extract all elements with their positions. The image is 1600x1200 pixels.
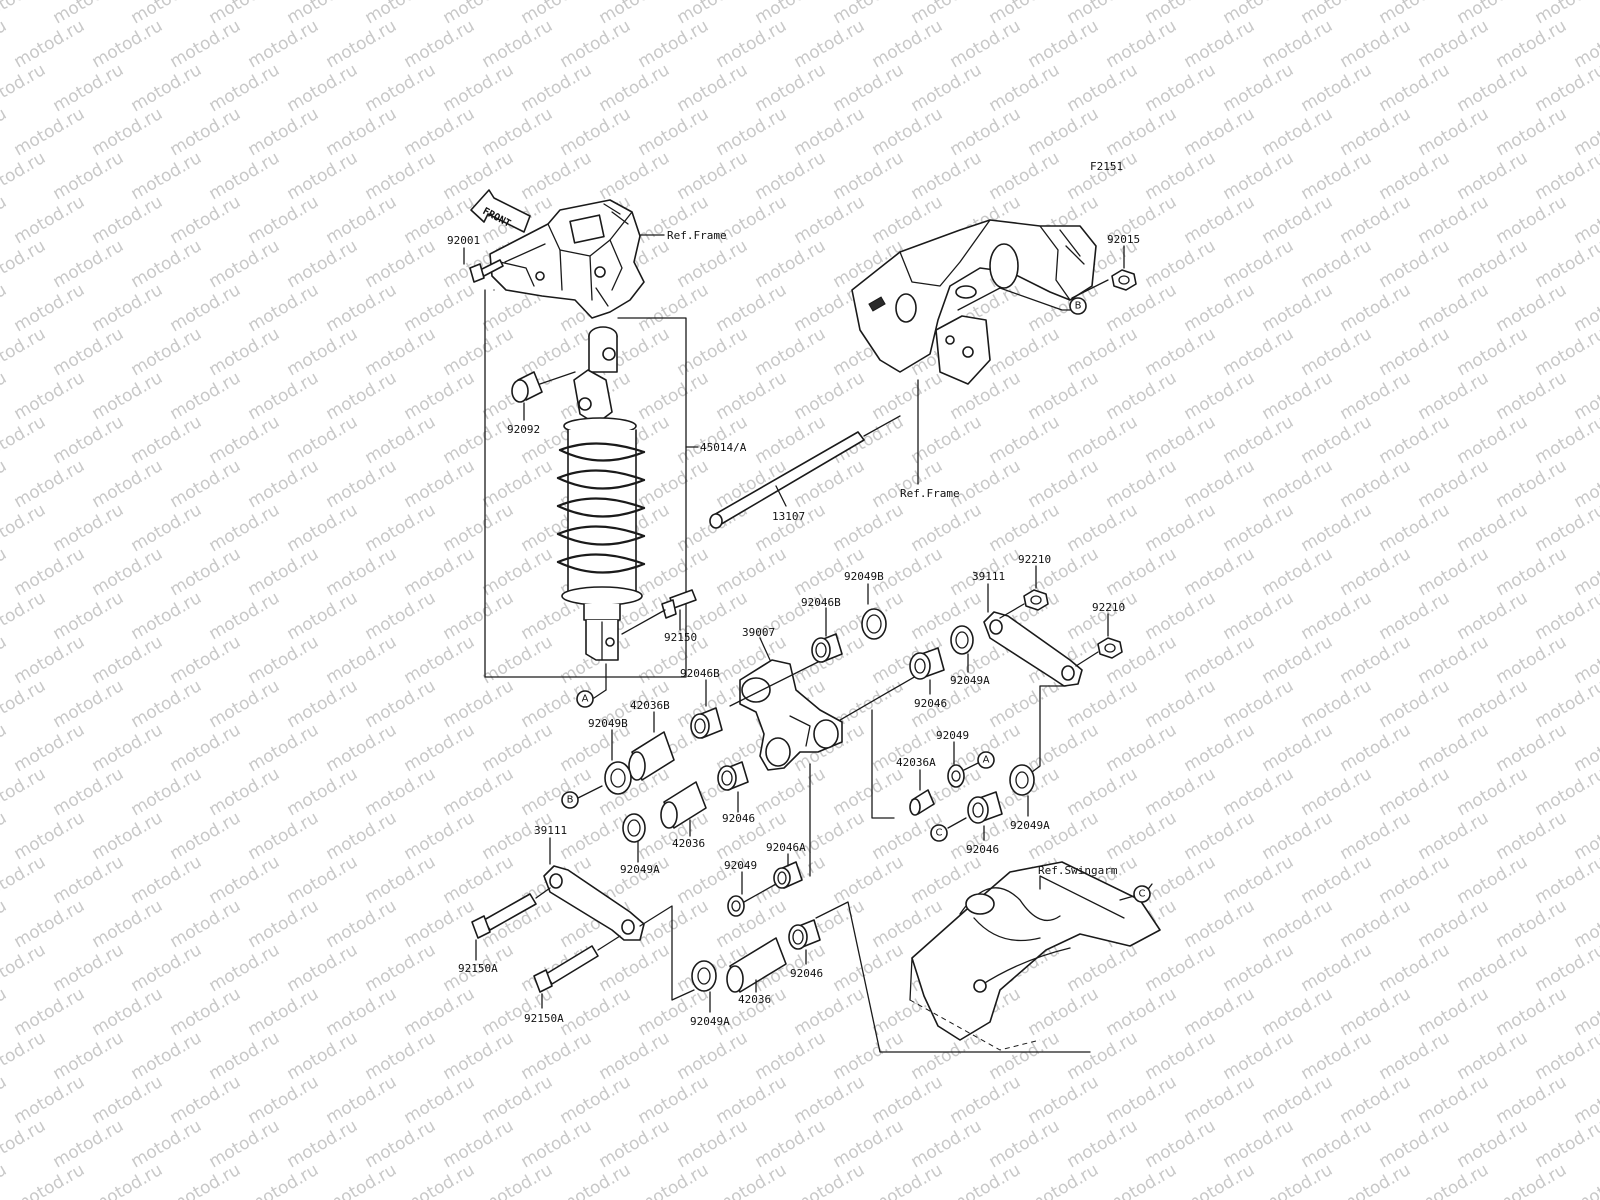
- callout-92046-2: 92046: [722, 812, 755, 825]
- callout-92046-1: 92046: [914, 697, 947, 710]
- seal-92049b-upper: [861, 608, 887, 640]
- seal-92049a-upper-right: [950, 625, 974, 655]
- seal-92049a-lower-right: [1009, 764, 1035, 796]
- pivot-shaft-13107: [709, 415, 901, 529]
- svg-text:B: B: [567, 795, 574, 806]
- callout-42036-2: 42036: [738, 993, 771, 1006]
- marker-b-left: [561, 791, 579, 809]
- callout-92049a-2: 92049A: [1010, 819, 1050, 832]
- seal-92049b-lower: [604, 761, 632, 795]
- callout-92092: 92092: [507, 423, 540, 436]
- needle-bearing-92046-lower-right: [967, 791, 1003, 824]
- ref-swingarm-label: Ref.Swingarm: [1038, 864, 1118, 877]
- marker-c-left: [930, 824, 948, 842]
- sleeve-42036b: [628, 731, 675, 781]
- tie-rod-39111-left: [543, 865, 645, 941]
- callout-92150: 92150: [664, 631, 697, 644]
- ref-frame-mid-label: Ref.Frame: [900, 487, 960, 500]
- figure-code: F2151: [1090, 160, 1123, 173]
- bolt-92150a-upper: [471, 887, 551, 939]
- needle-bearing-92046-center: [717, 761, 749, 791]
- rocker-arm-39007: [739, 659, 843, 771]
- svg-text:B: B: [1075, 301, 1082, 312]
- frame-mount-bracket: [489, 199, 645, 319]
- callout-92049b-1: 92049B: [844, 570, 884, 583]
- sleeve-42036-upper: [660, 781, 707, 829]
- callout-92046-4: 92046: [790, 967, 823, 980]
- bolt-92150: [621, 589, 697, 635]
- callout-39111-l: 39111: [534, 824, 567, 837]
- seal-92049a-bottom: [691, 960, 717, 992]
- tie-rod-39111-right: [983, 611, 1083, 687]
- marker-a-left: [576, 690, 594, 708]
- nut-92015: [1111, 269, 1137, 291]
- callout-42036a: 42036A: [896, 756, 936, 769]
- callout-92049a-4: 92049A: [690, 1015, 730, 1028]
- seal-92049a-left: [622, 813, 646, 843]
- seal-92049-lower: [727, 895, 745, 917]
- svg-text:A: A: [582, 694, 589, 705]
- callout-92049a-1: 92049A: [950, 674, 990, 687]
- bolt-92001: [469, 243, 546, 283]
- seal-92049-upper: [947, 764, 965, 788]
- callout-42036-1: 42036: [672, 837, 705, 850]
- svg-text:A: A: [983, 755, 990, 766]
- callout-92046-3: 92046: [966, 843, 999, 856]
- callout-92049a-3: 92049A: [620, 863, 660, 876]
- callout-92046a: 92046A: [766, 841, 806, 854]
- callout-92150a-2: 92150A: [524, 1012, 564, 1025]
- callout-92049-2: 92049: [724, 859, 757, 872]
- callout-39111-r: 39111: [972, 570, 1005, 583]
- nut-92210-lower: [1097, 637, 1123, 659]
- callout-92210-1: 92210: [1018, 553, 1051, 566]
- callout-92015: 92015: [1107, 233, 1140, 246]
- needle-bearing-92046-bottom: [788, 919, 821, 950]
- callout-39007: 39007: [742, 626, 775, 639]
- svg-text:C: C: [936, 828, 943, 839]
- callout-92046b-1: 92046B: [801, 596, 841, 609]
- callout-92049b-2: 92049B: [588, 717, 628, 730]
- svg-text:C: C: [1139, 889, 1146, 900]
- callout-92049-1: 92049: [936, 729, 969, 742]
- sleeve-42036a: [909, 789, 935, 816]
- marker-c-right: [1133, 885, 1151, 903]
- callout-92046b-2: 92046B: [680, 667, 720, 680]
- front-direction-arrow: FRONT: [470, 189, 531, 233]
- nut-92210-upper: [1023, 589, 1049, 611]
- ref-frame-top-label: Ref.Frame: [667, 229, 727, 242]
- callout-42036b: 42036B: [630, 699, 670, 712]
- frame-pivot-section: [851, 219, 1097, 385]
- callout-13107: 13107: [772, 510, 805, 523]
- needle-bearing-92046a: [773, 861, 803, 889]
- swingarm-section: [909, 861, 1161, 1051]
- needle-bearing-92046b-lower: [690, 707, 723, 739]
- needle-bearing-92046-right: [909, 647, 945, 680]
- callout-92150a-1: 92150A: [458, 962, 498, 975]
- callout-92210-2: 92210: [1092, 601, 1125, 614]
- marker-b-right: [1069, 297, 1087, 315]
- sleeve-42036-lower: [726, 937, 787, 993]
- needle-bearing-92046b-upper: [811, 633, 843, 663]
- bolt-92150a-lower: [533, 935, 621, 993]
- collar-92092: [511, 371, 576, 403]
- callout-45014-a: 45014/A: [700, 441, 747, 454]
- marker-a-right: [977, 751, 995, 769]
- callout-92001: 92001: [447, 234, 480, 247]
- shock-absorber-45014: [556, 326, 646, 661]
- watermark-text: motod.ru: [0, 1160, 10, 1200]
